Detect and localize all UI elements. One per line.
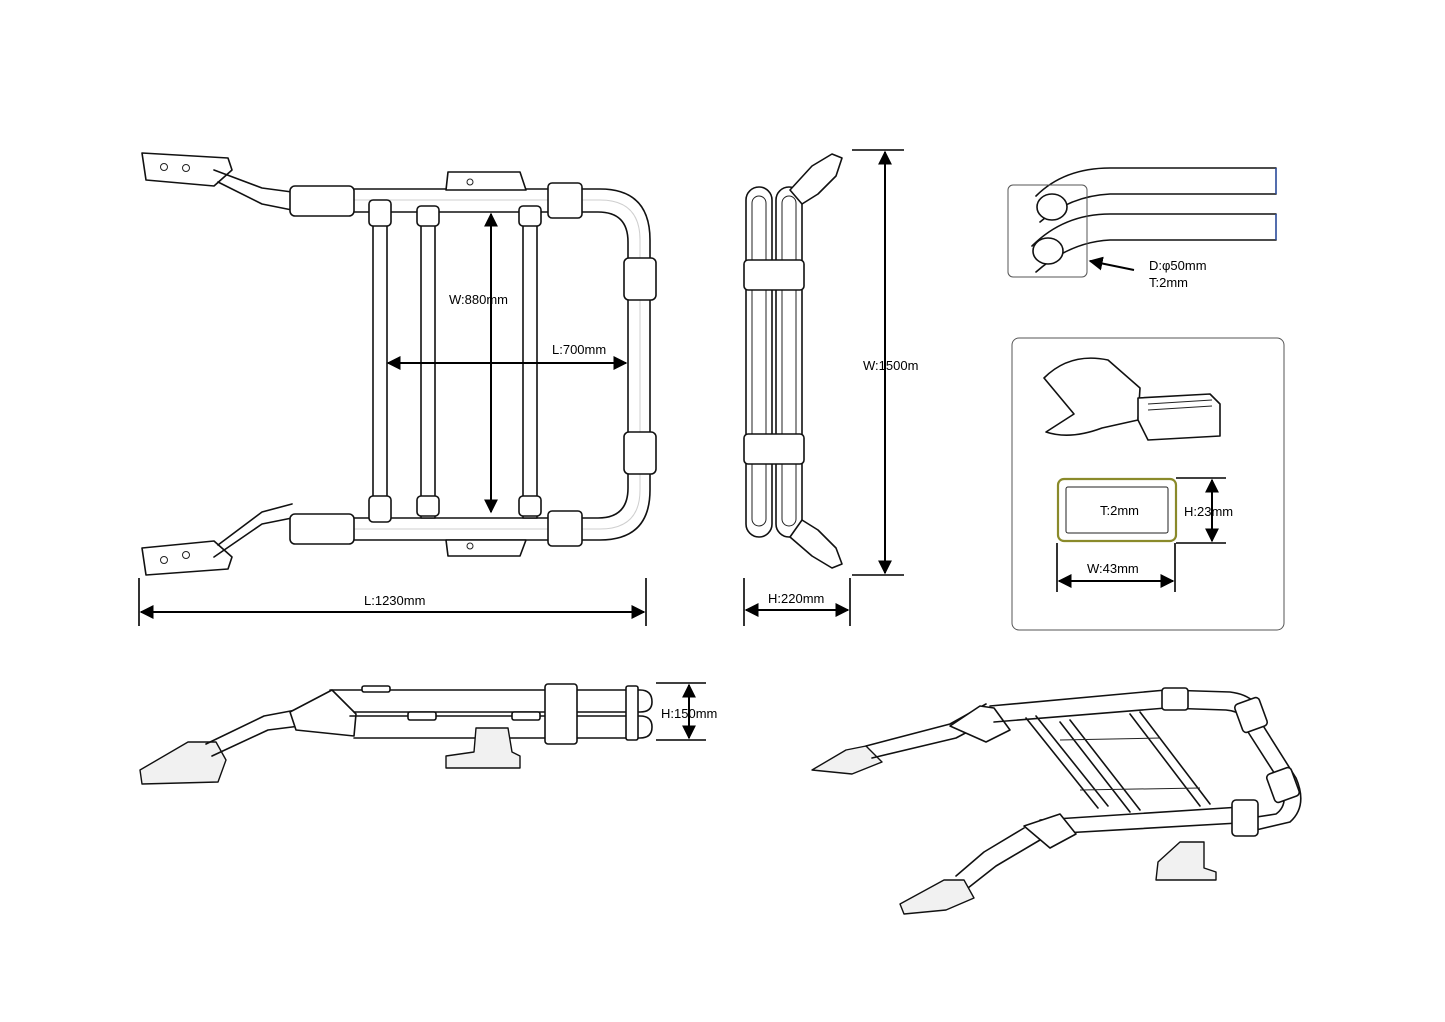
dimension-side-width	[852, 149, 904, 576]
inner-width-label: W:880mm	[449, 292, 508, 307]
rect-width-label: W:43mm	[1087, 561, 1139, 576]
rect-thickness-label: T:2mm	[1100, 503, 1139, 518]
profile-height-label: H:150mm	[661, 706, 717, 721]
dimension-total-length	[138, 578, 647, 626]
tube-diameter-label: D:φ50mm	[1149, 258, 1207, 273]
side-height-label: H:220mm	[768, 591, 824, 606]
side-width-label: W:1500m	[863, 358, 918, 373]
side-view-rack	[743, 153, 843, 569]
inner-length-label: L:700mm	[552, 342, 606, 357]
rect-tube-detail	[1011, 337, 1285, 631]
dimension-profile-height	[656, 682, 706, 741]
isometric-view-rack	[811, 687, 1302, 915]
total-length-label: L:1230mm	[364, 593, 425, 608]
tube-detail	[1007, 167, 1277, 278]
rect-height-label: H:23mm	[1184, 504, 1233, 519]
profile-view-rack	[139, 683, 653, 785]
dimension-side-height	[743, 578, 851, 626]
tube-thickness-label: T:2mm	[1149, 275, 1188, 290]
